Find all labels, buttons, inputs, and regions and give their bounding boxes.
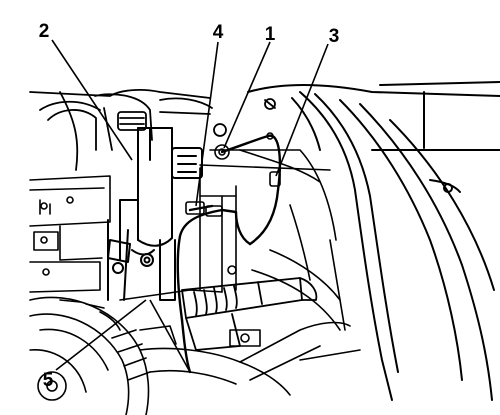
drawing	[29, 81, 500, 415]
strut-tower	[29, 89, 276, 171]
harness-clips	[185, 132, 281, 217]
callout-1: 1	[265, 24, 276, 45]
strut-assembly	[107, 127, 203, 301]
inner-wheelhouse	[199, 149, 346, 331]
leader-line-5b	[149, 299, 191, 373]
brake-rotor	[29, 296, 151, 415]
callout-labels: 1 2 3 4 5	[39, 21, 340, 391]
leader-line-2	[51, 39, 133, 161]
wheel-well-panel	[247, 81, 500, 401]
callout-3: 3	[329, 26, 340, 47]
leader-line-1	[223, 41, 271, 149]
lower-control-arm	[139, 321, 361, 396]
leader-lines	[51, 39, 329, 373]
callout-5: 5	[43, 370, 54, 391]
leader-line-3	[275, 43, 329, 177]
callout-4: 4	[213, 22, 224, 43]
leader-line-4	[195, 41, 219, 207]
callout-2: 2	[39, 21, 50, 42]
frame-rail	[29, 167, 237, 301]
leader-line-5	[55, 299, 147, 371]
